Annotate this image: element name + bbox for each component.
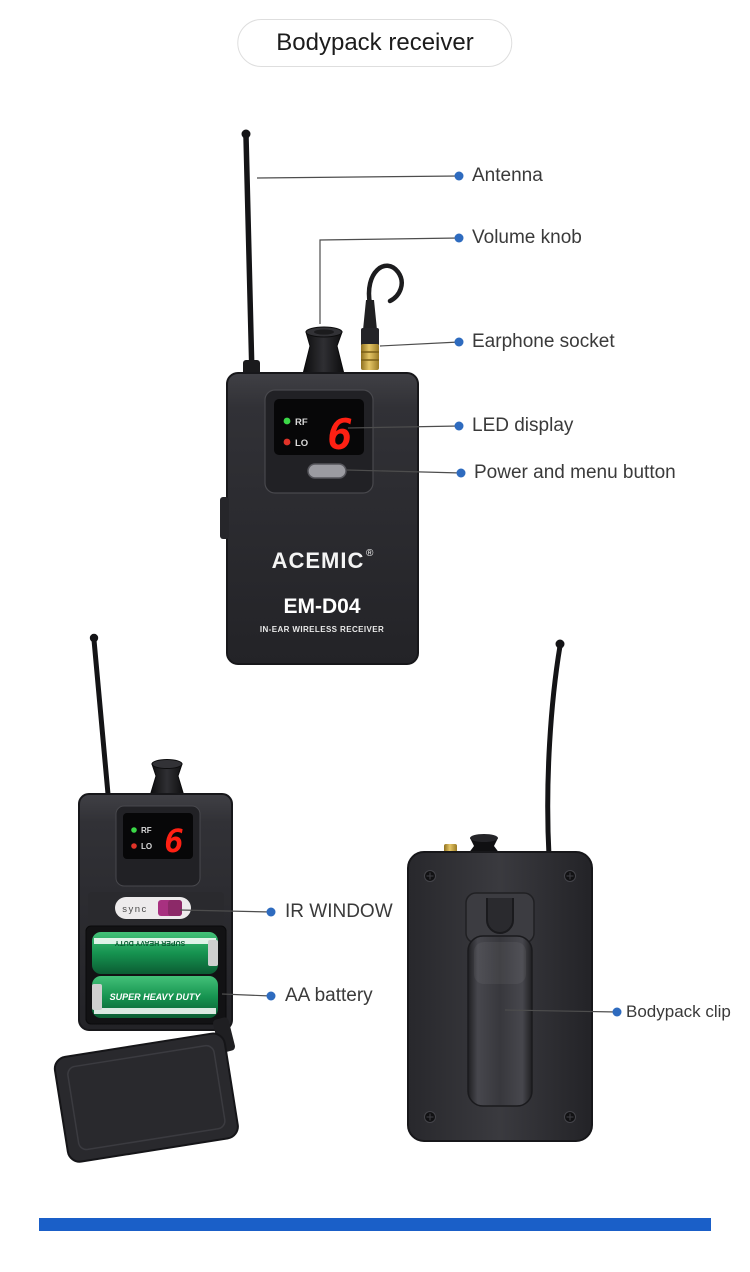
antenna: [91, 637, 111, 797]
leader-antenna: [256, 175, 460, 179]
callout-dot: [454, 171, 464, 181]
led-display: [274, 399, 364, 455]
power-menu-button: [307, 463, 347, 479]
antenna-tip: [89, 633, 99, 643]
rf-label: RF: [295, 417, 308, 428]
bottom-divider: [39, 1218, 711, 1231]
antenna-tip: [555, 639, 565, 649]
callout-label-volume-knob: Volume knob: [472, 227, 582, 248]
volume-knob: [302, 331, 345, 375]
lo-label: LO: [295, 438, 308, 449]
trademark: ®: [366, 548, 374, 559]
front-device: RF LO 6 ACEMIC ® EM-D04 IN-EAR WIRELESS …: [220, 129, 419, 665]
leader-volume-knob: [319, 237, 460, 324]
screw: [564, 870, 576, 882]
battery-door: [53, 1032, 239, 1163]
rf-led: [283, 417, 291, 425]
earphone-plug-body: [361, 328, 379, 346]
callout-label-aa-battery: AA battery: [285, 985, 373, 1006]
battery-cap: [208, 940, 218, 966]
callout-label-ir-window: IR WINDOW: [285, 901, 393, 922]
screw: [424, 870, 436, 882]
leader-earphone-socket: [379, 341, 460, 347]
clip-spring: [486, 898, 514, 934]
callout-label-earphone-socket: Earphone socket: [472, 331, 615, 352]
callout-label-led-display: LED display: [472, 415, 574, 436]
side-tab: [220, 497, 229, 539]
earphone-plug: [363, 300, 377, 330]
clip-highlight: [474, 942, 526, 984]
battery-cap: [92, 984, 102, 1010]
led-display: [123, 813, 193, 859]
callout-dot: [612, 1007, 622, 1017]
callout-dot: [454, 337, 464, 347]
antenna-tip: [241, 129, 251, 139]
leader-ir-window: [179, 909, 272, 913]
page-title: Bodypack receiver: [276, 29, 474, 56]
page-title-pill: Bodypack receiver: [237, 19, 513, 67]
aa-battery-bottom: SUPER HEAVY DUTY: [92, 976, 218, 1018]
antenna: [545, 643, 563, 859]
ir-window-dark: [168, 900, 182, 916]
callout-label-power-menu: Power and menu button: [474, 462, 676, 483]
callout-label-bodypack-clip: Bodypack clip: [626, 1002, 731, 1021]
earphone-socket: [361, 344, 379, 370]
volume-knob-top: [151, 759, 183, 769]
leader-aa-battery: [221, 993, 272, 997]
antenna: [243, 133, 255, 379]
subtitle-text: IN-EAR WIRELESS RECEIVER: [260, 625, 384, 634]
callout-lines: [179, 175, 618, 1013]
bodypack-clip: [467, 935, 533, 1107]
channel-digit: 6: [164, 822, 183, 860]
rf-led: [131, 827, 137, 833]
back-device: [407, 639, 593, 1142]
rf-label: RF: [141, 826, 152, 835]
callout-dot: [266, 907, 276, 917]
callout-dot: [266, 991, 276, 1001]
callout-dot: [456, 468, 466, 478]
volume-knob-silhouette: [468, 838, 500, 854]
volume-knob-top: [470, 834, 498, 842]
channel-digit: 6: [327, 410, 352, 459]
callout-dot: [454, 233, 464, 243]
battery-label: SUPER HEAVY DUTY: [110, 992, 202, 1002]
lo-label: LO: [141, 842, 152, 851]
leader-led-display: [347, 425, 460, 429]
sync-label: sync: [122, 904, 148, 915]
callout-dots: [266, 171, 622, 1017]
volume-knob-top-inner: [314, 329, 334, 335]
screw: [564, 1111, 576, 1123]
open-device: RF LO 6 sync SUPER HEAVY DUTY SUPER HEAV…: [53, 633, 239, 1163]
lo-led: [131, 843, 137, 849]
screw: [424, 1111, 436, 1123]
aa-battery-top: SUPER HEAVY DUTY: [92, 932, 218, 974]
leader-bodypack-clip: [504, 1009, 618, 1013]
battery-label: SUPER HEAVY DUTY: [114, 939, 185, 946]
callout-dot: [454, 421, 464, 431]
model-text: EM-D04: [283, 595, 360, 618]
callout-label-antenna: Antenna: [472, 165, 543, 186]
leader-power-menu: [346, 469, 462, 474]
brand-text: ACEMIC: [272, 548, 365, 573]
earphone-cable: [366, 263, 404, 307]
lo-led: [283, 438, 291, 446]
